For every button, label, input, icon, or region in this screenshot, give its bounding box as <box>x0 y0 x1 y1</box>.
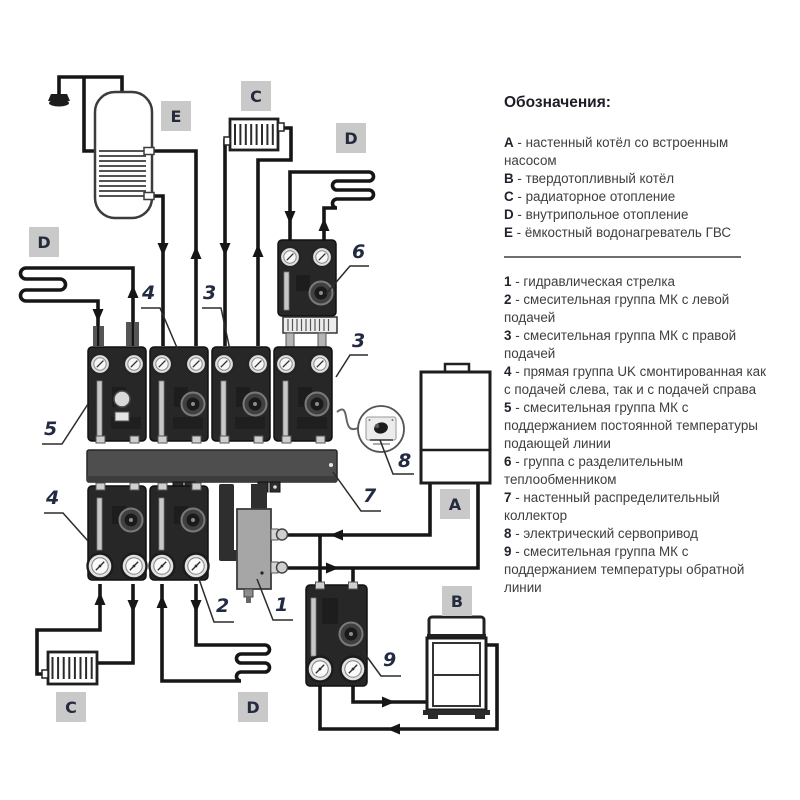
callout-5: 5 <box>44 418 58 440</box>
arrow-down-icon <box>219 243 231 256</box>
arrow-up-icon <box>318 218 330 231</box>
callout-7: 7 <box>363 485 377 507</box>
arrow-left-icon <box>330 529 343 541</box>
marker-floor-top-d: D <box>336 123 366 153</box>
hydraulic-separator <box>219 484 289 603</box>
legend-item-b: B - твердотопливный котёл <box>504 171 675 186</box>
boiler-a-return-line <box>279 483 432 537</box>
arrow-down-icon <box>127 600 139 613</box>
radiator-bottom <box>41 650 99 686</box>
group9-to-boiler-b <box>351 686 426 704</box>
marker-boiler-b: B <box>442 586 472 616</box>
manifold-groups-bottom <box>88 483 209 580</box>
boiler-b-return <box>318 643 499 731</box>
callout-lines <box>42 265 414 677</box>
flow-arrows <box>92 211 400 735</box>
servo-detail <box>336 405 405 453</box>
boiler-a <box>419 362 492 485</box>
shower-head-icon <box>48 94 70 107</box>
pump-group-6 <box>277 239 338 348</box>
arrow-down-icon <box>190 600 202 613</box>
legend-title: Обозначения: <box>504 94 611 111</box>
group-4-lower-module <box>88 483 147 580</box>
arrow-up-icon <box>156 595 168 608</box>
legend-item-e: E - ёмкостный водонагреватель ГВС <box>504 225 732 240</box>
arrow-up-icon <box>190 246 202 259</box>
legend-item-7: 7 - настенный распределительный коллекто… <box>504 490 720 523</box>
arrow-up-icon <box>127 285 139 298</box>
hydraulic-diagram <box>18 75 499 735</box>
boiler-b <box>423 615 490 719</box>
callout-1: 1 <box>275 594 289 616</box>
marker-tank-e: E <box>161 101 191 131</box>
arrow-up-icon <box>94 592 106 605</box>
floor-top-loop <box>288 170 376 242</box>
legend-divider <box>504 256 741 258</box>
callout-9: 9 <box>383 649 397 671</box>
legend-item-d: D - внутрипольное отопление <box>504 207 689 222</box>
marker-radiator-bottom-c: C <box>56 692 86 722</box>
radiator-top-supply-pipe <box>256 126 293 346</box>
marker-floor-bottom-d: D <box>238 692 268 722</box>
legend-item-1: 1 - гидравлическая стрелка <box>504 274 675 289</box>
marker-radiator-top-c: C <box>241 81 271 111</box>
callout-8: 8 <box>398 450 412 472</box>
legend-item-6: 6 - группа с разделительным теплообменни… <box>504 454 684 487</box>
legend-item-9: 9 - смесительная группа МК с поддержание… <box>504 544 745 595</box>
callout-3-side: 3 <box>352 330 366 352</box>
tank-return-pipe <box>150 194 165 346</box>
manifold-groups-top <box>88 322 332 443</box>
callout-6: 6 <box>352 241 366 263</box>
legend-item-4: 4 - прямая группа UK смонтированная как … <box>504 364 766 397</box>
tank-supply-pipe <box>150 149 198 346</box>
legend-item-8: 8 - электрический сервопривод <box>504 526 699 541</box>
radiator-top <box>223 117 285 152</box>
legend-item-3: 3 - смесительная группа МК с правой пода… <box>504 328 737 361</box>
boiler-a-supply-line <box>279 483 480 570</box>
marker-floor-left-d: D <box>29 227 59 257</box>
arrow-right-icon <box>382 696 395 708</box>
callout-4-top: 4 <box>142 282 156 304</box>
legend-item-5: 5 - смесительная группа МК с поддержание… <box>504 400 758 451</box>
group-2-module <box>150 483 209 580</box>
marker-boiler-a: A <box>440 489 470 519</box>
pump-group-9 <box>305 581 368 687</box>
floor-left-loop <box>18 266 135 346</box>
arrow-down-icon <box>92 309 104 322</box>
callout-4-bottom: 4 <box>46 487 60 509</box>
legend-item-a: A - настенный котёл со встроенным насосо… <box>504 135 729 168</box>
legend-panel: Обозначения: A - настенный котёл со встр… <box>504 94 776 597</box>
shower-pipe <box>57 75 124 153</box>
legend-item-c: C - радиаторное отопление <box>504 189 676 204</box>
arrow-right-icon <box>326 562 339 574</box>
dhw-tank <box>93 90 155 220</box>
arrow-down-icon <box>284 211 296 224</box>
arrow-left-icon <box>387 723 400 735</box>
arrow-down-icon <box>157 243 169 256</box>
callout-3-top: 3 <box>203 282 217 304</box>
callout-2: 2 <box>216 595 230 617</box>
arrow-up-icon <box>252 244 264 257</box>
legend-item-2: 2 - смесительная группа МК с левой подач… <box>504 292 730 325</box>
